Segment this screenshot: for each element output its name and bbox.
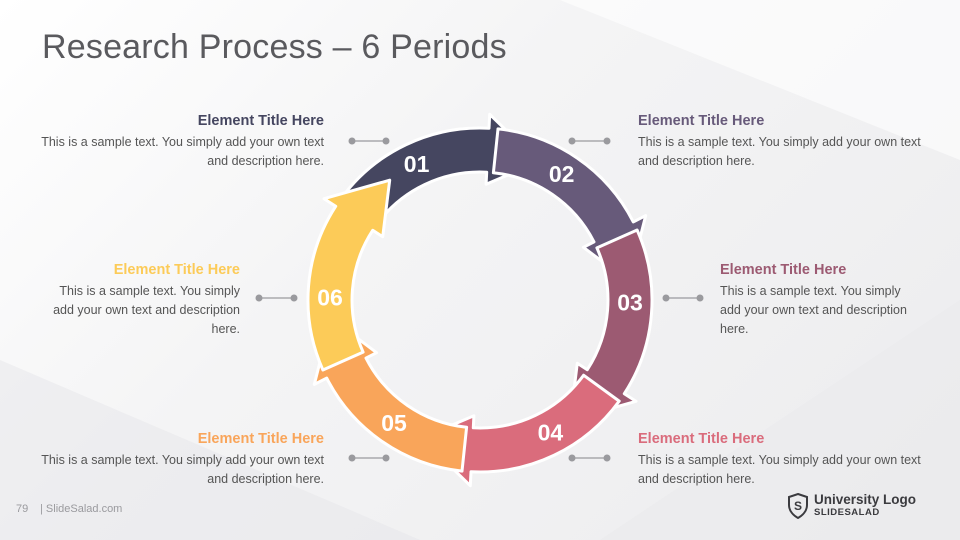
connector-03 <box>662 294 704 302</box>
step-01-description: This is a sample text. You simply add yo… <box>41 135 324 168</box>
step-04-description: This is a sample text. You simply add yo… <box>638 453 921 486</box>
step-number-05: 05 <box>381 410 407 436</box>
step-04-text: Element Title Here This is a sample text… <box>638 431 923 489</box>
step-06-title: Element Title Here <box>113 262 240 278</box>
step-01-text: Element Title Here This is a sample text… <box>39 113 324 171</box>
university-logo: S University Logo SLIDESALAD <box>787 493 916 519</box>
connector-02 <box>568 137 611 145</box>
step-03-description: This is a sample text. You simply add yo… <box>720 284 907 336</box>
connector-06 <box>255 294 298 302</box>
step-number-04: 04 <box>538 419 564 445</box>
step-02-description: This is a sample text. You simply add yo… <box>638 135 921 168</box>
connector-05 <box>348 454 390 462</box>
step-05-text: Element Title Here This is a sample text… <box>39 431 324 489</box>
step-02-title: Element Title Here <box>638 113 765 129</box>
step-03-title: Element Title Here <box>720 262 847 278</box>
slide-title: Research Process – 6 Periods <box>42 28 507 66</box>
footer-site: | SlideSalad.com <box>40 503 123 515</box>
step-number-03: 03 <box>617 290 643 316</box>
step-06-text: Element Title Here This is a sample text… <box>40 262 240 339</box>
step-01-title: Element Title Here <box>197 113 324 129</box>
step-number-01: 01 <box>404 151 430 177</box>
svg-text:S: S <box>794 499 802 513</box>
connector-04 <box>568 454 611 462</box>
logo-line-2: SLIDESALAD <box>814 507 880 518</box>
step-03-text: Element Title Here This is a sample text… <box>720 262 920 339</box>
step-06-description: This is a sample text. You simply add yo… <box>53 284 240 336</box>
step-02-text: Element Title Here This is a sample text… <box>638 113 923 171</box>
step-number-02: 02 <box>549 161 575 187</box>
connector-01 <box>348 137 390 145</box>
step-04-title: Element Title Here <box>638 431 765 447</box>
logo-line-1: University Logo <box>814 492 917 507</box>
page-number: 79 <box>16 503 29 515</box>
cycle-arrow-06 <box>306 178 392 372</box>
cycle-arrow-01 <box>339 112 541 227</box>
step-05-description: This is a sample text. You simply add yo… <box>41 453 324 486</box>
step-number-06: 06 <box>317 284 343 310</box>
cycle-arrow-03 <box>568 228 654 422</box>
step-05-title: Element Title Here <box>197 431 324 447</box>
shield-s-icon: S <box>788 493 808 519</box>
cycle-arrow-04 <box>419 373 621 488</box>
